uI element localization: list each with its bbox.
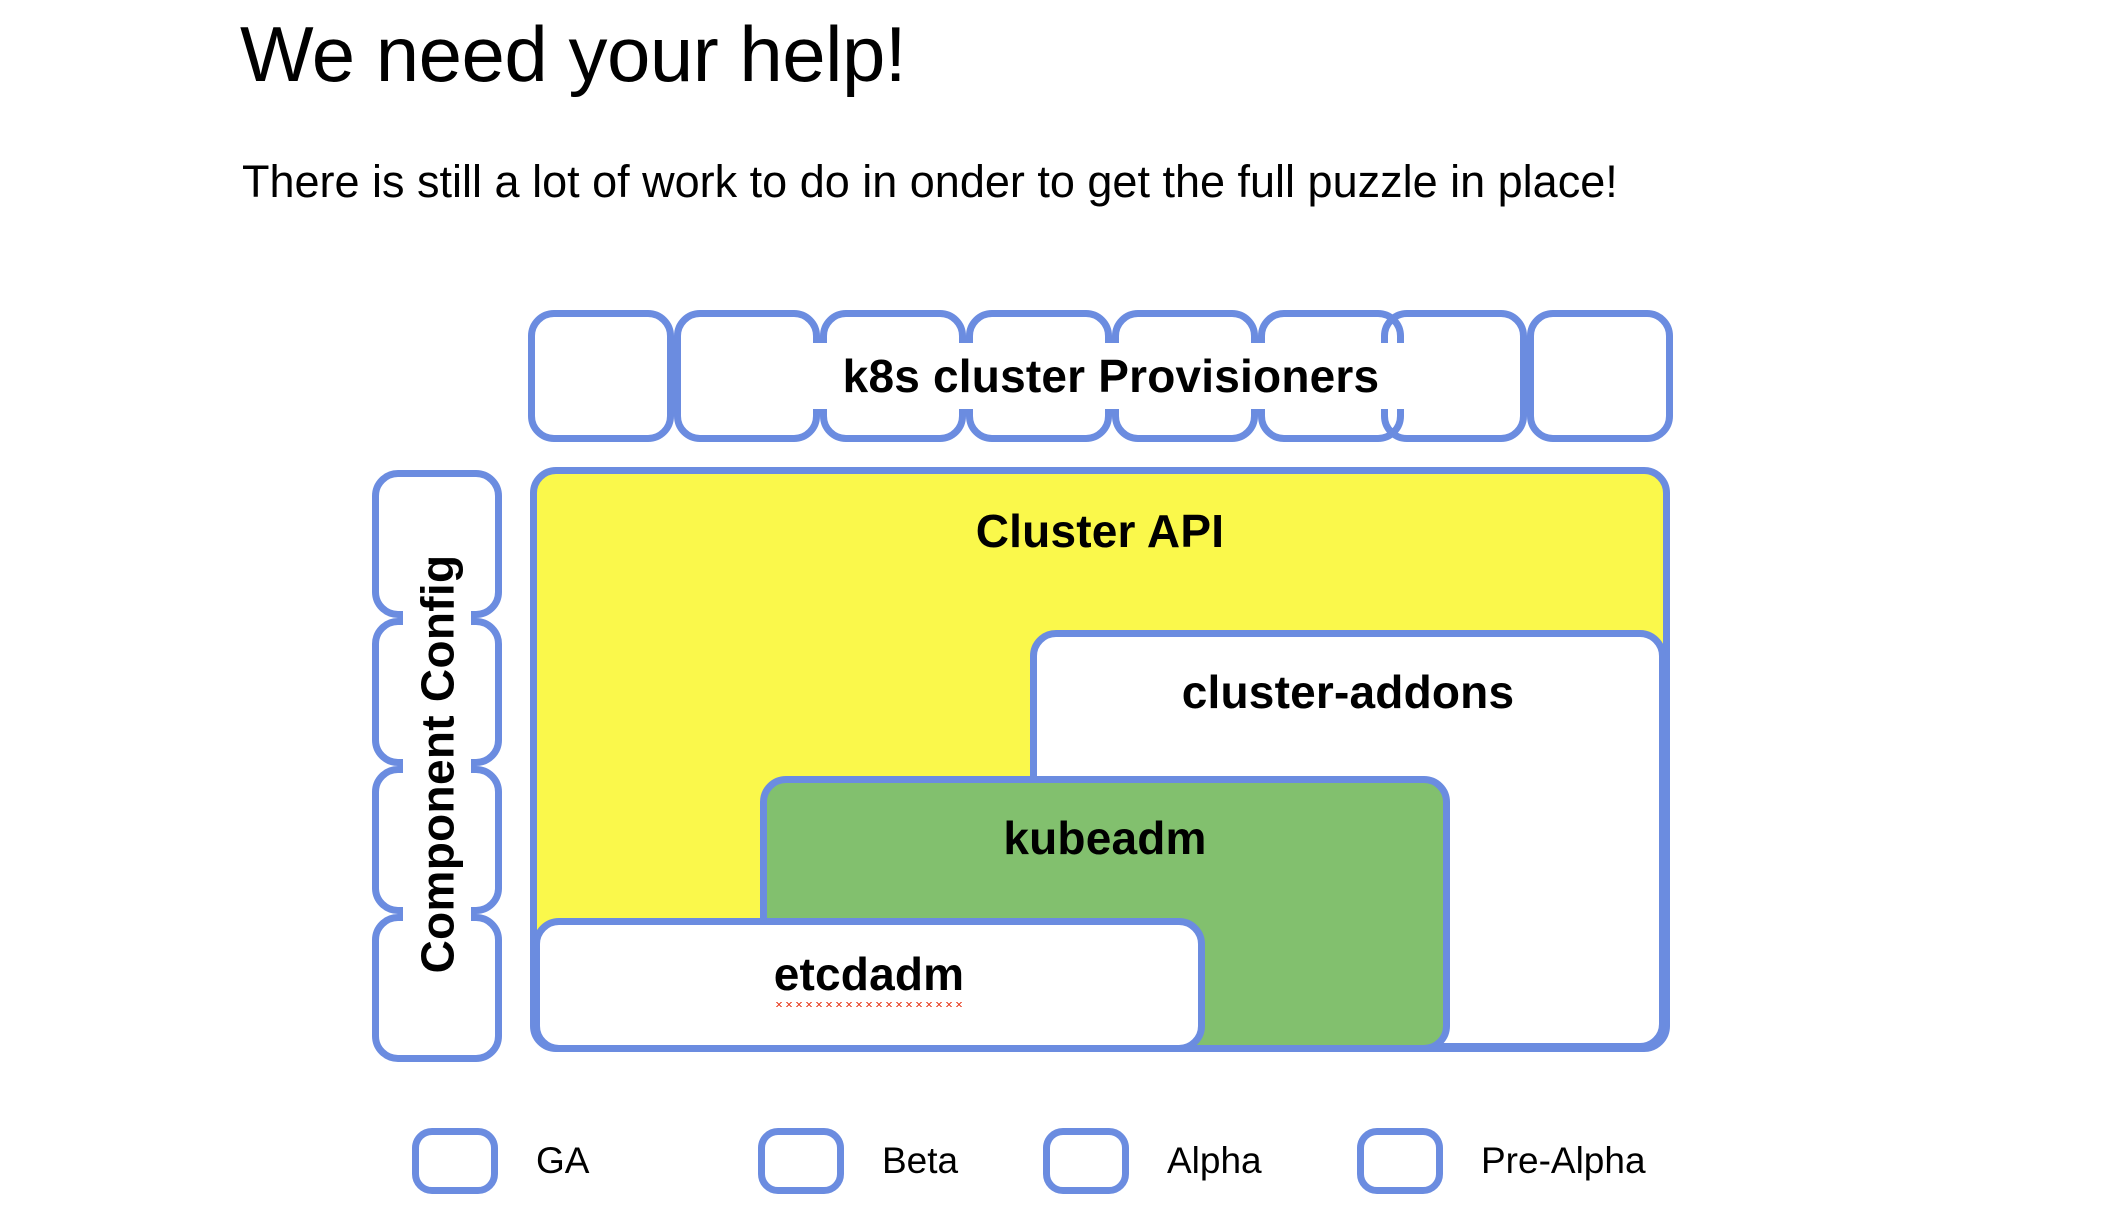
node-etcdadm-label-text: etcdadm bbox=[773, 947, 965, 1007]
provisioner-box-1[interactable] bbox=[528, 310, 674, 442]
node-cluster-api-label: Cluster API bbox=[975, 505, 1225, 557]
node-kubeadm-label: kubeadm bbox=[1003, 812, 1207, 864]
component-config-label-text: Component Config bbox=[411, 554, 463, 974]
legend-item-ga: GA bbox=[412, 1128, 589, 1194]
node-etcdadm[interactable]: etcdadm bbox=[533, 918, 1205, 1052]
legend-swatch-pre-alpha bbox=[1357, 1128, 1443, 1194]
legend-swatch-alpha bbox=[1043, 1128, 1129, 1194]
provisioners-label: k8s cluster Provisioners bbox=[735, 343, 1487, 409]
provisioner-box-8[interactable] bbox=[1527, 310, 1673, 442]
legend-item-alpha: Alpha bbox=[1043, 1128, 1262, 1194]
legend-swatch-ga bbox=[412, 1128, 498, 1194]
node-etcdadm-label: etcdadm bbox=[540, 947, 1198, 1007]
legend-label-beta: Beta bbox=[882, 1140, 959, 1181]
legend-label-alpha: Alpha bbox=[1167, 1140, 1262, 1181]
component-config-label: Component Config bbox=[403, 497, 471, 1031]
legend-label-pre-alpha: Pre-Alpha bbox=[1481, 1140, 1646, 1181]
legend-item-pre-alpha: Pre-Alpha bbox=[1357, 1128, 1646, 1194]
legend-swatch-beta bbox=[758, 1128, 844, 1194]
node-cluster-addons-label: cluster-addons bbox=[1181, 666, 1515, 718]
page-title: We need your help! bbox=[240, 10, 907, 98]
legend-item-beta: Beta bbox=[758, 1128, 958, 1194]
legend-label-ga: GA bbox=[536, 1140, 590, 1181]
page-subtitle: There is still a lot of work to do in on… bbox=[242, 156, 1618, 207]
legend: GA Beta Alpha Pre-Alpha bbox=[0, 1128, 2126, 1218]
